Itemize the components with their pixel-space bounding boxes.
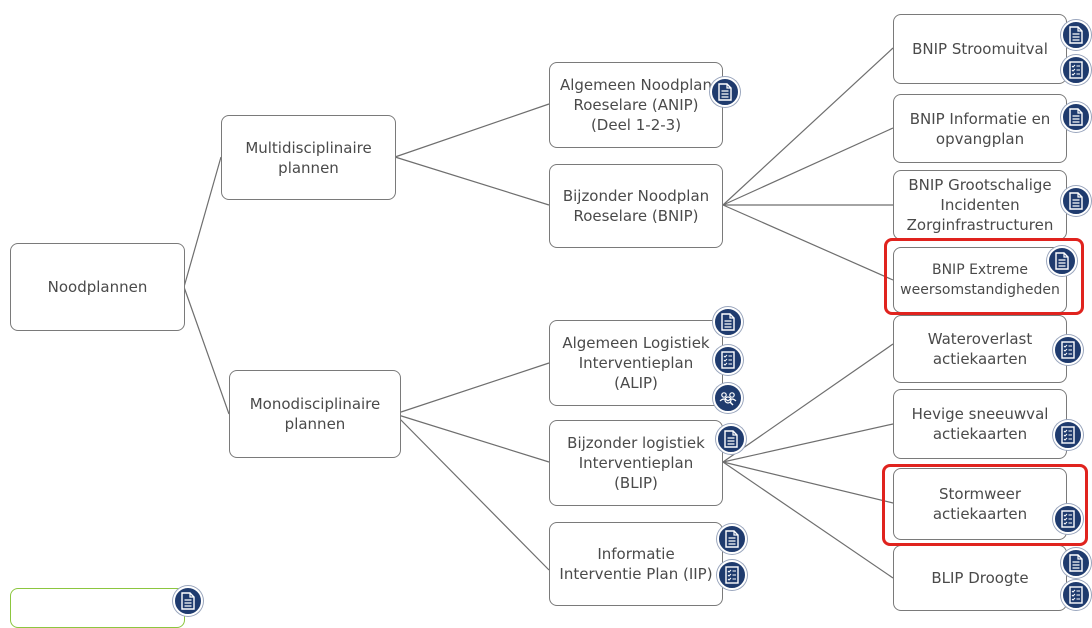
node-bnip-extreme-weersomstandigheden[interactable]: BNIP Extreme weersomstandigheden — [893, 247, 1067, 313]
checklist-icon[interactable] — [713, 345, 743, 375]
node-label: Stormweer actiekaarten — [932, 485, 1028, 523]
node-label: Wateroverlast actiekaarten — [927, 330, 1033, 368]
node-bnip-stroomuitval[interactable]: BNIP Stroomuitval — [893, 14, 1067, 84]
node-label: BNIP Informatie en opvangplan — [909, 109, 1051, 148]
node-label: Bijzonder Noodplan Roeselare (BNIP) — [562, 187, 710, 225]
document-icon[interactable] — [713, 307, 743, 337]
node-label: BNIP Grootschalige Incidenten Zorginfras… — [906, 176, 1054, 234]
node-label: Algemeen Noodplan Roeselare (ANIP) (Deel… — [559, 76, 712, 134]
node-alip[interactable]: Algemeen Logistiek Interventieplan (ALIP… — [549, 320, 723, 406]
document-icon[interactable] — [1061, 548, 1091, 578]
node-hevige-sneeuwval-actiekaarten[interactable]: Hevige sneeuwval actiekaarten — [893, 389, 1067, 459]
node-iip[interactable]: Informatie Interventie Plan (IIP) — [549, 522, 723, 606]
node-label: BLIP Droogte — [931, 569, 1029, 587]
document-icon[interactable] — [1061, 102, 1091, 132]
document-icon[interactable] — [1061, 20, 1091, 50]
node-label: Noodplannen — [47, 278, 148, 296]
node-anip[interactable]: Algemeen Noodplan Roeselare (ANIP) (Deel… — [549, 62, 723, 148]
node-stormweer-actiekaarten[interactable]: Stormweer actiekaarten — [893, 468, 1067, 540]
connector-lines — [183, 47, 894, 579]
people-search-icon[interactable] — [713, 383, 743, 413]
node-multidisciplinaire-plannen[interactable]: Multidisciplinaire plannen — [221, 115, 396, 200]
checklist-icon[interactable] — [1053, 420, 1083, 450]
document-icon[interactable] — [717, 524, 747, 554]
document-icon[interactable] — [1061, 186, 1091, 216]
node-blip-droogte[interactable]: BLIP Droogte — [893, 545, 1067, 611]
document-icon[interactable] — [716, 424, 746, 454]
node-label: Algemeen Logistiek Interventieplan (ALIP… — [562, 334, 710, 392]
node-bnip[interactable]: Bijzonder Noodplan Roeselare (BNIP) — [549, 164, 723, 248]
node-wateroverlast-actiekaarten[interactable]: Wateroverlast actiekaarten — [893, 315, 1067, 383]
document-icon[interactable] — [710, 77, 740, 107]
highlight-extreme-weersomstandigheden — [884, 238, 1084, 315]
checklist-icon[interactable] — [1061, 580, 1091, 610]
document-icon[interactable] — [173, 586, 203, 616]
node-label: Bijzonder logistiek Interventieplan (BLI… — [567, 434, 705, 492]
node-monodisciplinaire-plannen[interactable]: Monodisciplinaire plannen — [229, 370, 401, 458]
node-label: Informatie Interventie Plan (IIP) — [559, 545, 713, 583]
checklist-icon[interactable] — [1053, 335, 1083, 365]
highlight-stormweer-actiekaarten — [882, 464, 1088, 546]
checklist-icon[interactable] — [717, 560, 747, 590]
document-icon[interactable] — [1047, 246, 1077, 276]
checklist-icon[interactable] — [1053, 504, 1083, 534]
node-label: Multidisciplinaire plannen — [245, 138, 372, 177]
checklist-icon[interactable] — [1061, 55, 1091, 85]
node-bnip-grootschalige-incidenten[interactable]: BNIP Grootschalige Incidenten Zorginfras… — [893, 170, 1067, 240]
node-label: BNIP Extreme weersomstandigheden — [900, 262, 1060, 298]
node-label: Monodisciplinaire plannen — [249, 395, 381, 433]
node-partial-bottom[interactable] — [10, 588, 185, 628]
node-bnip-informatie-opvangplan[interactable]: BNIP Informatie en opvangplan — [893, 94, 1067, 163]
node-label: BNIP Stroomuitval — [912, 40, 1048, 58]
node-label: Hevige sneeuwval actiekaarten — [911, 405, 1049, 443]
node-blip[interactable]: Bijzonder logistiek Interventieplan (BLI… — [549, 420, 723, 506]
node-noodplannen[interactable]: Noodplannen — [10, 243, 185, 331]
